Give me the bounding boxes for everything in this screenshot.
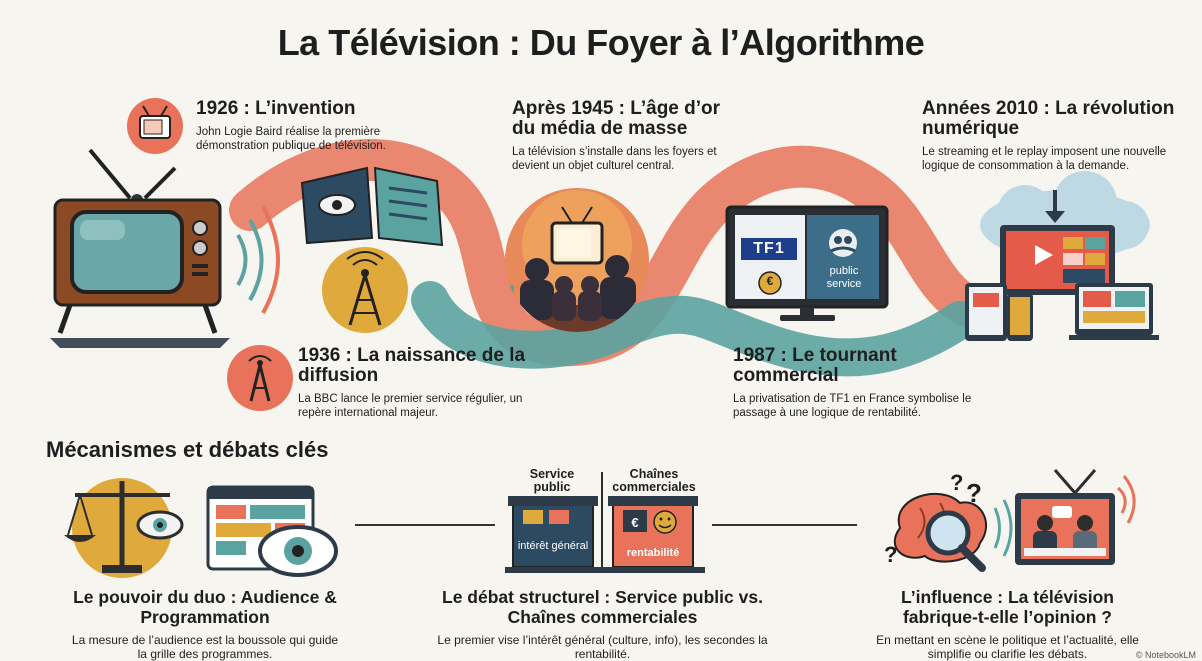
signal-waves-icon — [236, 206, 280, 314]
milestone-title: Années 2010 : La révolution numérique — [922, 98, 1175, 139]
mechanism-audience: Le pouvoir du duo : Audience & Programma… — [70, 587, 340, 661]
political-debate-tv-icon — [993, 469, 1136, 565]
scales-icon — [64, 478, 184, 578]
milestone-desc: John Logie Baird réalise la première dém… — [196, 126, 386, 152]
service-line: service — [826, 278, 862, 290]
milestone-desc: La télévision s’installe dans les foyers… — [512, 146, 717, 172]
connector-line — [712, 524, 857, 526]
milestone-1926: 1926 : L’invention John Logie Baird réal… — [196, 99, 436, 153]
mechanism-title: Le pouvoir du duo : Audience & Programma… — [73, 587, 337, 627]
public-line: public — [829, 265, 859, 277]
commercial-channels-header: Chaînes commerciales — [612, 467, 696, 494]
programming-grid-eye-icon — [206, 485, 338, 577]
question-mark-icon: ? — [966, 478, 982, 508]
mechanism-title: Le débat structurel : Service public vs.… — [442, 587, 763, 627]
milestone-1936: 1936 : La naissance de la diffusion La B… — [298, 346, 528, 420]
milestone-1945: Après 1945 : L’âge d’or du média de mass… — [512, 99, 722, 173]
euro-icon: € — [766, 274, 774, 288]
question-mark-icon: ? — [950, 470, 964, 495]
mechanism-desc: Le premier vise l’intérêt général (cultu… — [437, 633, 768, 661]
milestone-title: Après 1945 : L’âge d’or du média de mass… — [512, 98, 721, 139]
milestone-desc: La BBC lance le premier service régulier… — [298, 393, 523, 419]
corner-credit: © NotebookLM — [1135, 650, 1196, 660]
mechanism-desc: En mettant en scène le politique et l’ac… — [876, 633, 1139, 661]
streaming-devices-icon — [965, 171, 1159, 341]
small-tv-icon — [127, 98, 183, 154]
euro-icon: € — [631, 515, 639, 530]
mechanism-structural-debate: Le débat structurel : Service public vs.… — [425, 587, 780, 661]
question-mark-icon: ? — [884, 542, 898, 567]
page-title: La Télévision : Du Foyer à l’Algorithme — [277, 22, 925, 63]
milestone-title: 1926 : L’invention — [196, 98, 356, 119]
section-title: Mécanismes et débats clés — [46, 437, 329, 462]
broadcast-tower-icon — [322, 247, 408, 333]
family-watching-tv-icon — [505, 188, 649, 332]
profitability-label: rentabilité — [626, 547, 680, 559]
podiums-icon — [505, 472, 705, 573]
milestone-1987: 1987 : Le tournant commercial La privati… — [733, 346, 983, 420]
retro-tv-icon — [50, 148, 230, 348]
milestone-desc: Le streaming et le replay imposent une n… — [922, 146, 1167, 172]
milestone-title: 1987 : Le tournant commercial — [733, 345, 897, 386]
commercial-tv-screen — [725, 205, 889, 321]
milestone-2010: Années 2010 : La révolution numérique Le… — [922, 99, 1182, 173]
tf1-logo: TF1 — [741, 238, 797, 260]
eye-screens-icon — [300, 166, 444, 247]
mechanism-desc: La mesure de l’audience est la boussole … — [71, 633, 339, 661]
public-service-header: Service public — [529, 467, 575, 494]
mechanism-title: L’influence : La télévision fabrique-t-e… — [901, 587, 1114, 627]
public-service-label: public service — [808, 265, 880, 291]
general-interest-label: intérêt général — [517, 540, 589, 552]
connector-line — [355, 524, 495, 526]
radio-tower-icon — [227, 345, 293, 411]
milestone-desc: La privatisation de TF1 en France symbol… — [733, 393, 972, 419]
milestone-title: 1936 : La naissance de la diffusion — [298, 345, 526, 386]
brain-magnifier-icon — [893, 493, 987, 572]
mechanism-influence: L’influence : La télévision fabrique-t-e… — [870, 587, 1145, 661]
